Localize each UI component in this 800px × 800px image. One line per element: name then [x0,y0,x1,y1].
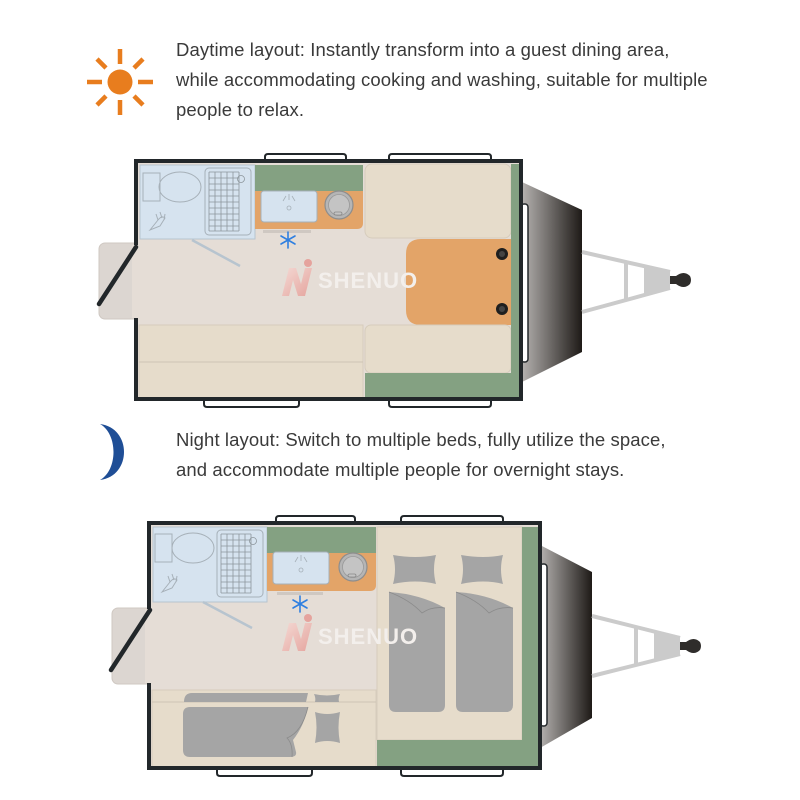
moon-icon [96,422,136,482]
snowflake-icon [280,231,296,249]
snowflake-icon [292,595,308,613]
day-caption: Daytime layout: Instantly transform into… [176,35,708,125]
shenuo-logo [282,259,312,296]
day-caption-line: Daytime layout: Instantly transform into… [176,39,670,60]
sun-icon [84,46,156,118]
watermark-brand: SHENUO [318,624,419,649]
night-caption-line: and accommodate multiple people for over… [176,459,625,480]
night-caption-line: Night layout: Switch to multiple beds, f… [176,429,666,450]
day-caption-line: while accommodating cooking and washing,… [176,69,708,90]
day-caption-line: people to relax. [176,99,305,120]
watermark-brand: SHENUO [318,268,419,293]
night-caption: Night layout: Switch to multiple beds, f… [176,425,666,485]
